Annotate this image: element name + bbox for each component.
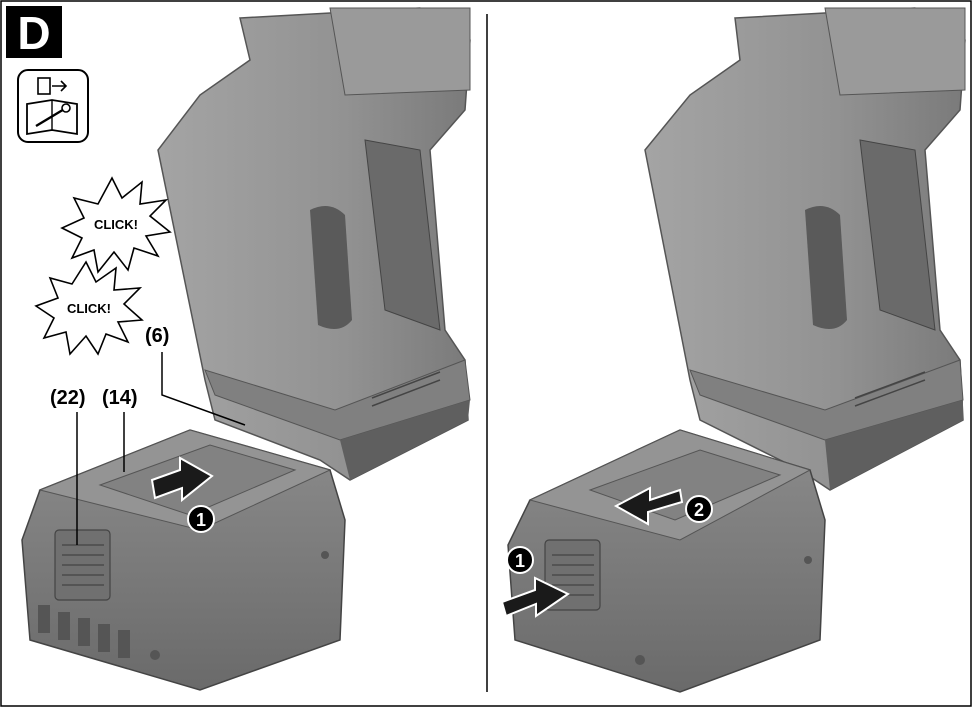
click-burst-upper: CLICK!	[60, 176, 172, 274]
right-press-arrow	[500, 576, 570, 618]
manual-tool-icon	[17, 69, 89, 143]
callout-14: (14)	[102, 387, 138, 409]
click-label-upper: CLICK!	[94, 217, 138, 232]
right-step-badge-2	[685, 495, 713, 523]
callout-6: (6)	[145, 325, 169, 347]
figure-letter: D	[17, 7, 50, 59]
right-step-badge-1-label: 1	[515, 551, 525, 571]
left-step-badge-1-label: 1	[196, 510, 206, 530]
right-battery	[507, 429, 826, 693]
left-insert-arrow	[150, 456, 214, 503]
left-step-badge-1	[187, 505, 215, 533]
right-step-badge-1	[506, 546, 534, 574]
click-burst-lower: CLICK!	[34, 260, 144, 356]
click-label-lower: CLICK!	[67, 301, 111, 316]
right-tool-body	[644, 7, 966, 491]
figure-letter-tile	[6, 6, 62, 58]
callout-22: (22)	[50, 387, 86, 409]
callout-leader-lines	[76, 352, 246, 545]
right-slide-out-arrow	[613, 486, 684, 526]
right-step-badge-2-label: 2	[694, 500, 704, 520]
left-tool-body	[157, 7, 471, 481]
